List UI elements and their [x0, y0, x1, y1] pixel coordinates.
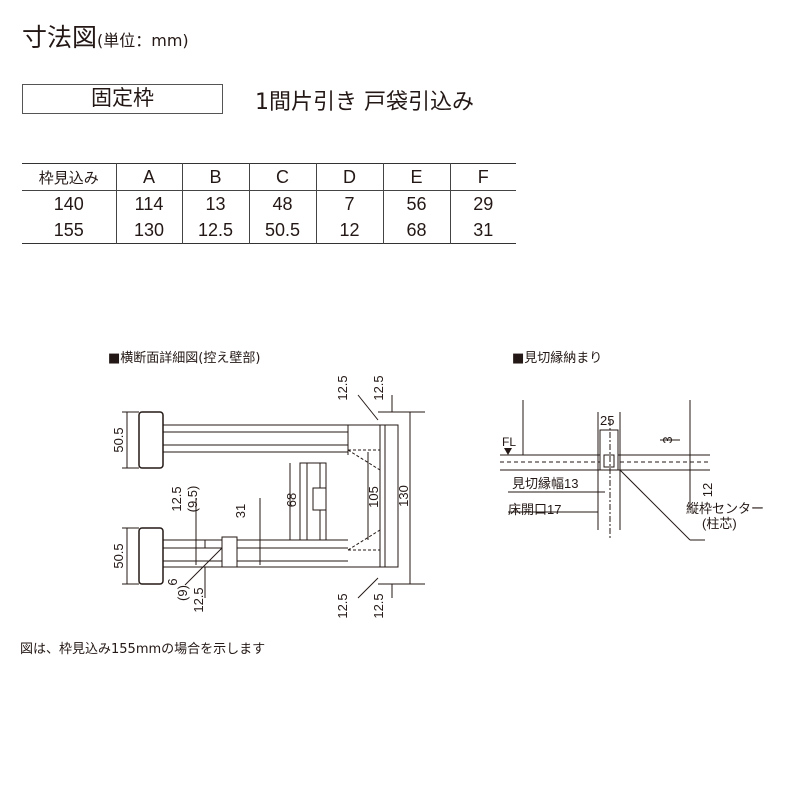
frame-type-box: 固定枠 [22, 84, 223, 114]
bottom-wall-cap [138, 527, 164, 585]
dim-6: 6 [165, 578, 180, 585]
table-cell: 12 [315, 217, 383, 244]
dim-9: (9) [175, 585, 190, 601]
table-cell: 140 [53, 193, 84, 214]
table-cell: 29 [449, 190, 516, 217]
dim-12-5-top-left: 12.5 [335, 375, 350, 400]
header-cell: B [181, 163, 249, 191]
dim-50-5-bottom: 50.5 [111, 543, 126, 568]
dim-3: 3 [660, 436, 675, 443]
unit-label: (単位：mm) [97, 31, 189, 50]
fl-label: FL [502, 435, 516, 449]
door-type-label: 1間片引き 戸袋引込み [255, 90, 474, 115]
dim-68: 68 [284, 493, 299, 507]
table-cell: 68 [382, 217, 450, 244]
page-title: 寸法図(単位：mm) [22, 18, 189, 54]
table-row: 155 130 12.5 50.5 12 68 31 [22, 217, 516, 244]
table-cell: 12.5 [181, 217, 249, 244]
dim-105: 105 [366, 486, 381, 508]
table-cell: 114 [115, 190, 182, 217]
footnote: 図は、枠見込み155mmの場合を示します [20, 642, 266, 657]
header-cell: F [449, 163, 516, 191]
table-cell: 50.5 [248, 217, 316, 244]
table-cell: 7 [315, 190, 383, 217]
header-cell: A [115, 163, 182, 191]
dim-130: 130 [396, 485, 411, 507]
header-cell: D [315, 163, 383, 191]
header-cell: E [382, 163, 450, 191]
table-header-row: 枠見込み A B C D E F [22, 163, 516, 191]
spec-table: 枠見込み A B C D E F 140 114 13 48 7 56 29 1… [22, 163, 516, 244]
dim-12-5-bottom-left: 12.5 [335, 593, 350, 618]
dim-12-5-bottom-right: 12.5 [371, 593, 386, 618]
dim-31: 31 [233, 504, 248, 518]
table-cell: 130 [115, 217, 182, 244]
table-cell: 155 [53, 219, 84, 240]
frame-center-label: 縦枠センター [686, 501, 764, 516]
dim-50-5-top: 50.5 [111, 427, 126, 452]
mikiri-width-label: 見切縁幅13 [512, 476, 578, 491]
header-cell: 枠見込み [38, 169, 99, 187]
pillar-core-label: (柱芯) [702, 516, 737, 531]
dim-12: 12 [700, 483, 715, 497]
table-cell: 31 [449, 217, 516, 244]
dim-12-5-upper: 12.5 [169, 486, 184, 511]
dim-12-5-top-right: 12.5 [371, 375, 386, 400]
left-detail-caption: ■横断面詳細図(控え壁部) [108, 351, 261, 366]
table-cell: 56 [382, 190, 450, 217]
title-text: 寸法図 [22, 23, 98, 52]
dim-12-5-lower: 12.5 [191, 587, 206, 612]
table-row: 140 114 13 48 7 56 29 [22, 190, 516, 217]
header-cell: C [248, 163, 316, 191]
right-detail-caption: ■見切縁納まり [512, 351, 603, 366]
top-wall-cap [138, 411, 164, 469]
dim-9-5-upper: (9.5) [185, 486, 200, 513]
floor-opening-label: 床開口17 [508, 502, 561, 517]
table-cell: 48 [248, 190, 316, 217]
dim-25: 25 [600, 413, 614, 428]
table-cell: 13 [181, 190, 249, 217]
